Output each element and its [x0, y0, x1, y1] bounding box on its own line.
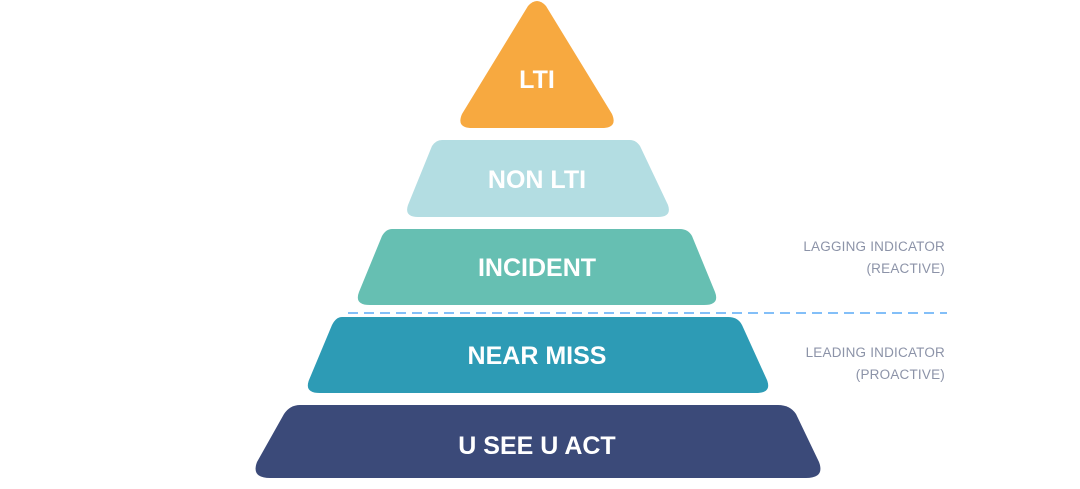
tier-near-miss-shape — [307, 317, 769, 393]
tier-near-miss-label: NEAR MISS — [468, 342, 607, 370]
tier-u-see-u-act: U SEE U ACT — [255, 405, 821, 478]
leading-indicator-line1: LEADING INDICATOR — [806, 345, 945, 360]
lagging-indicator-label: LAGGING INDICATOR (REACTIVE) — [803, 239, 945, 276]
tier-non-lti-shape — [407, 140, 669, 217]
leading-indicator-line2: (PROACTIVE) — [856, 367, 945, 382]
lagging-indicator-line2: (REACTIVE) — [866, 261, 945, 276]
tier-incident-label: INCIDENT — [478, 254, 596, 282]
tier-lti: LTI — [460, 1, 614, 128]
tier-lti-label: LTI — [519, 66, 555, 94]
lagging-indicator-line1: LAGGING INDICATOR — [803, 239, 945, 254]
tier-non-lti-label: NON LTI — [488, 166, 586, 194]
tier-non-lti: NON LTI — [407, 140, 669, 217]
tier-near-miss: NEAR MISS — [307, 317, 769, 393]
tier-u-see-u-act-label: U SEE U ACT — [458, 432, 615, 460]
tier-incident-shape — [357, 229, 717, 305]
leading-indicator-label: LEADING INDICATOR (PROACTIVE) — [806, 345, 945, 382]
tier-incident: INCIDENT — [357, 229, 717, 305]
tier-lti-shape — [460, 1, 614, 128]
tier-u-see-u-act-shape — [255, 405, 821, 478]
